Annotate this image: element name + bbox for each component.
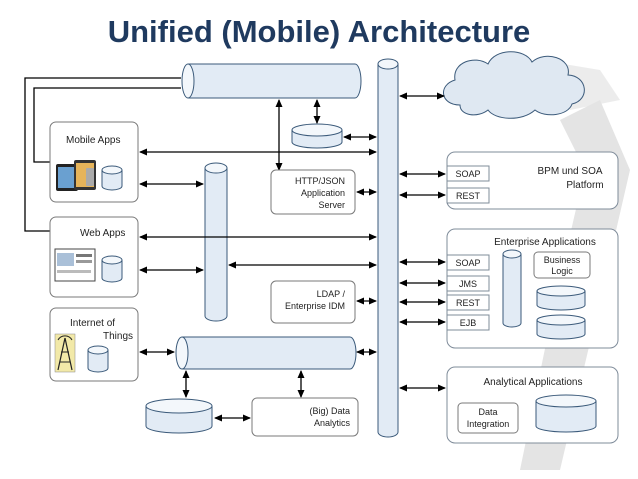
bpm-soap-tag bbox=[446, 165, 490, 182]
bpm-title-line1: BPM und SOA bbox=[537, 166, 602, 177]
business-logic-box bbox=[533, 251, 591, 279]
iot-local-db-icon bbox=[87, 345, 109, 373]
ldap-line2: Enterprise IDM bbox=[285, 301, 345, 311]
data-integration-line2: Integration bbox=[467, 419, 510, 429]
main-vertical-bus-cylinder bbox=[377, 58, 399, 438]
ent-soap-tag bbox=[446, 254, 490, 271]
left-bracket-connector bbox=[24, 77, 181, 235]
web-apps-panel: Web Apps bbox=[49, 216, 139, 298]
bpm-title-line2: Platform bbox=[566, 180, 603, 191]
business-logic-line2: Logic bbox=[551, 266, 573, 276]
mobile-local-db-icon bbox=[101, 165, 123, 191]
analytics-line1: (Big) Data bbox=[309, 406, 350, 416]
ent-soap-label: SOAP bbox=[455, 258, 480, 268]
mobile-apps-panel: Mobile Apps bbox=[49, 121, 139, 203]
client-connectors bbox=[139, 148, 377, 356]
ent-vertical-cylinder bbox=[502, 249, 522, 328]
data-integration-line1: Data bbox=[478, 407, 497, 417]
iot-panel: Internet of Things bbox=[49, 307, 139, 382]
top-bus-cylinder bbox=[181, 63, 362, 99]
big-data-db-icon bbox=[145, 398, 213, 434]
app-server-line2: Application bbox=[301, 188, 345, 198]
bpm-rest-label: REST bbox=[456, 191, 481, 201]
bpm-rest-tag bbox=[446, 187, 490, 204]
antenna-tower-icon bbox=[54, 333, 76, 373]
ent-jms-tag bbox=[446, 275, 490, 292]
bpm-soap-label: SOAP bbox=[455, 169, 480, 179]
ent-ejb-tag bbox=[446, 314, 490, 331]
mobile-devices-icon bbox=[56, 160, 96, 191]
app-server-line1: HTTP/JSON bbox=[295, 176, 345, 186]
analytical-db-icon bbox=[535, 394, 597, 433]
analytical-title: Analytical Applications bbox=[484, 377, 583, 388]
ent-db-icon-1 bbox=[536, 285, 586, 311]
cache-db-icon bbox=[291, 123, 343, 149]
middle-vertical-cylinder bbox=[204, 162, 228, 322]
data-integration-box bbox=[457, 402, 519, 434]
iot-label-line2: Things bbox=[103, 331, 133, 342]
app-server-line3: Server bbox=[318, 200, 345, 210]
ent-db-icon-2 bbox=[536, 314, 586, 340]
enterprise-title: Enterprise Applications bbox=[494, 237, 596, 248]
web-local-db-icon bbox=[101, 255, 123, 283]
ent-rest-tag bbox=[446, 294, 490, 311]
analytics-box: (Big) Data Analytics bbox=[251, 397, 359, 437]
bottom-bus-cylinder bbox=[175, 336, 357, 370]
iot-label-line1: Internet of bbox=[70, 318, 115, 329]
app-server-box: HTTP/JSON Application Server bbox=[270, 169, 356, 215]
analytics-line2: Analytics bbox=[314, 418, 351, 428]
business-logic-line1: Business bbox=[544, 255, 581, 265]
bpm-soa-panel: BPM und SOA Platform SOAP REST bbox=[446, 151, 619, 210]
ldap-box: LDAP / Enterprise IDM bbox=[270, 280, 356, 324]
page-title: Unified (Mobile) Architecture bbox=[108, 14, 531, 49]
ent-ejb-label: EJB bbox=[460, 318, 477, 328]
mobile-apps-label: Mobile Apps bbox=[66, 135, 120, 146]
enterprise-apps-panel: Enterprise Applications SOAP JMS REST EJ… bbox=[446, 228, 619, 349]
analytical-apps-panel: Analytical Applications Data Integration bbox=[446, 366, 619, 444]
ent-rest-label: REST bbox=[456, 298, 481, 308]
ent-jms-label: JMS bbox=[459, 279, 477, 289]
browser-icon bbox=[54, 248, 96, 282]
cloud-icon bbox=[443, 51, 585, 119]
web-apps-label: Web Apps bbox=[80, 228, 125, 239]
ldap-line1: LDAP / bbox=[317, 289, 346, 299]
